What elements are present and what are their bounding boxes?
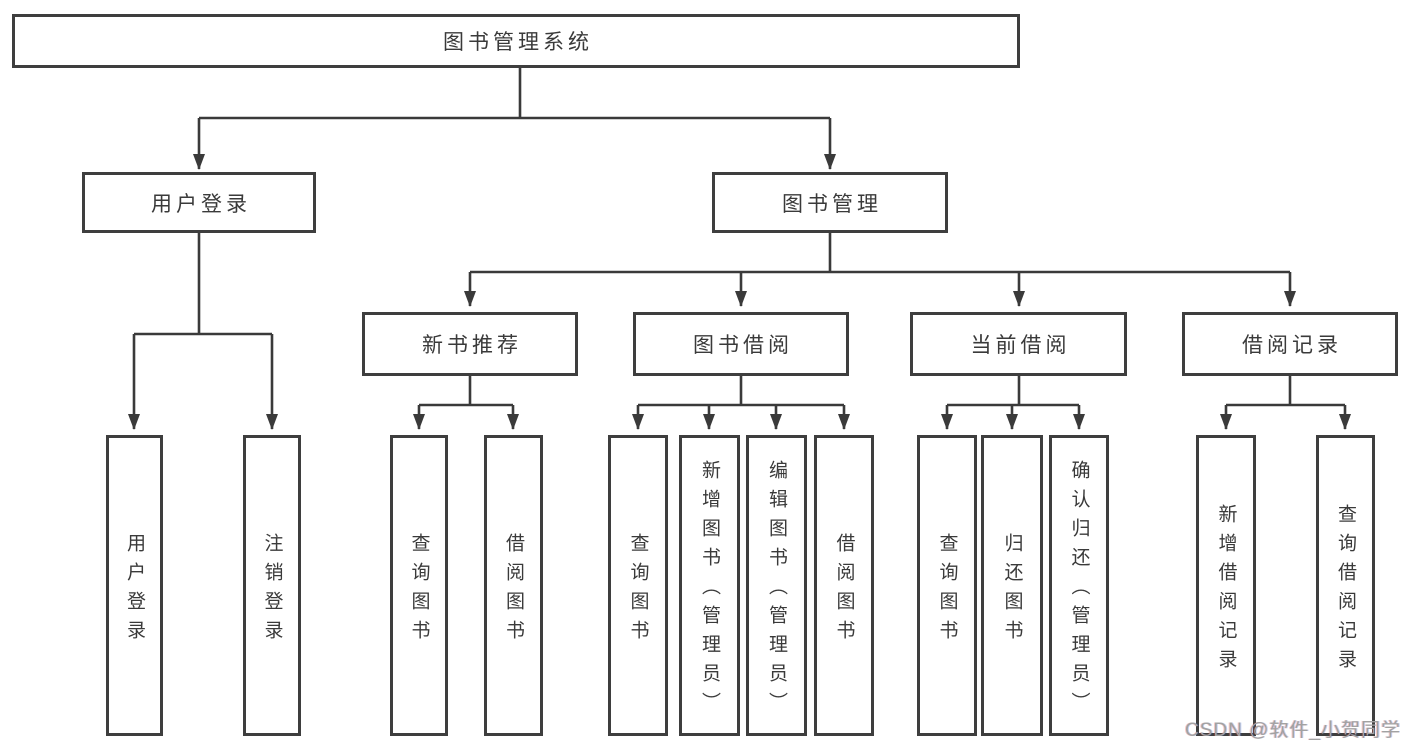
node-label: 查询图书 bbox=[408, 532, 430, 649]
node-label: 注销登录 bbox=[261, 532, 283, 649]
node-borrow-records: 借阅记录 bbox=[1182, 312, 1398, 376]
node-label: 确认归还（管理员） bbox=[1068, 460, 1090, 721]
node-book-management: 图书管理 bbox=[712, 172, 948, 233]
node-label: 查询借阅记录 bbox=[1335, 503, 1356, 678]
csdn-watermark: CSDN @软件_小贺同学 bbox=[1185, 720, 1401, 741]
node-label: 当前借阅 bbox=[970, 334, 1071, 357]
node-label: 用户登录 bbox=[124, 532, 145, 649]
node-label: 归还图书 bbox=[1001, 532, 1023, 649]
node-new-book-recommend: 新书推荐 bbox=[362, 312, 578, 376]
leaf-add-books-admin: 新增图书（管理员） bbox=[679, 435, 740, 736]
leaf-edit-books-admin: 编辑图书（管理员） bbox=[746, 435, 807, 736]
leaf-return-books: 归还图书 bbox=[981, 435, 1043, 736]
node-label: 新增图书（管理员） bbox=[699, 460, 720, 721]
leaf-query-books-borrow: 查询图书 bbox=[608, 435, 668, 736]
node-label: 图书管理系统 bbox=[443, 31, 593, 54]
leaf-query-borrow-record: 查询借阅记录 bbox=[1316, 435, 1375, 736]
leaf-logout: 注销登录 bbox=[243, 435, 301, 736]
leaf-query-books-recommend: 查询图书 bbox=[390, 435, 448, 736]
leaf-confirm-return-admin: 确认归还（管理员） bbox=[1049, 435, 1109, 736]
node-label: 新书推荐 bbox=[422, 334, 522, 357]
node-label: 借阅图书 bbox=[833, 532, 855, 649]
node-user-login: 用户登录 bbox=[82, 172, 316, 233]
node-label: 借阅记录 bbox=[1242, 334, 1342, 357]
tree-skeleton-lines bbox=[134, 68, 1345, 407]
leaf-borrow-books-recommend: 借阅图书 bbox=[484, 435, 543, 736]
node-label: 查询图书 bbox=[936, 532, 958, 649]
node-label: 用户登录 bbox=[151, 192, 251, 216]
node-label: 查询图书 bbox=[627, 532, 649, 649]
node-label: 图书管理 bbox=[782, 192, 882, 216]
node-label: 新增借阅记录 bbox=[1215, 503, 1237, 678]
leaf-borrow-books: 借阅图书 bbox=[814, 435, 874, 736]
node-current-borrow: 当前借阅 bbox=[910, 312, 1127, 376]
leaf-query-books-current: 查询图书 bbox=[917, 435, 977, 736]
node-book-borrow: 图书借阅 bbox=[633, 312, 849, 376]
leaf-user-login: 用户登录 bbox=[106, 435, 163, 736]
node-library-management-system: 图书管理系统 bbox=[12, 14, 1020, 68]
node-label: 图书借阅 bbox=[693, 334, 793, 357]
node-label: 编辑图书（管理员） bbox=[766, 460, 787, 721]
leaf-add-borrow-record: 新增借阅记录 bbox=[1196, 435, 1256, 736]
node-label: 借阅图书 bbox=[503, 532, 524, 649]
